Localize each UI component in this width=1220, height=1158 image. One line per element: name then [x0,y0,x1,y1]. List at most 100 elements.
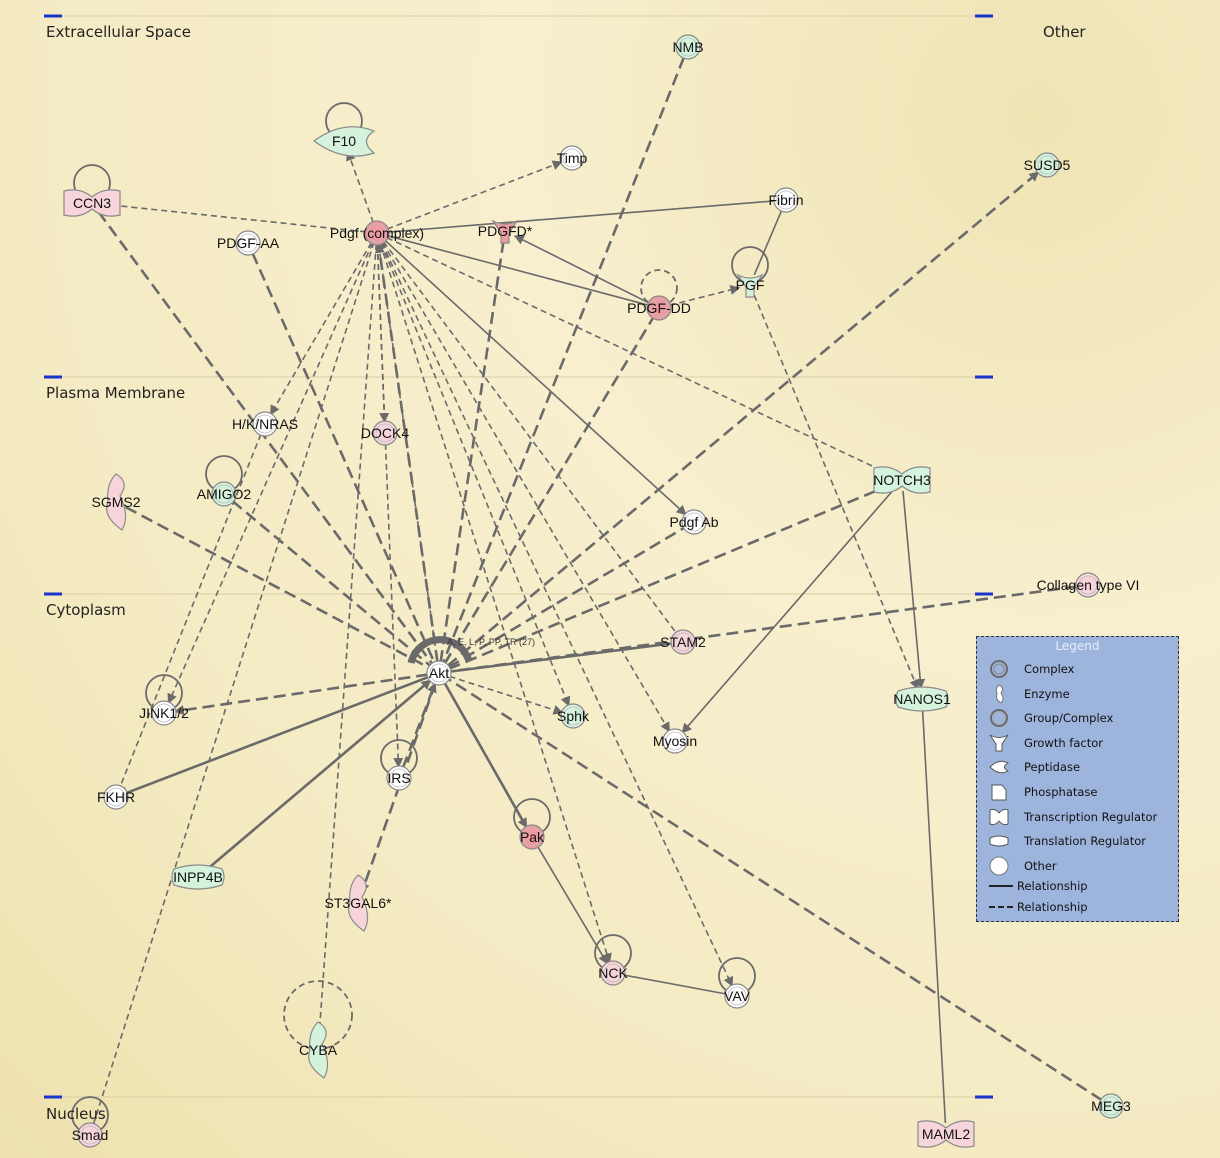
node-label: Sphk [557,708,590,724]
legend-item: Enzyme [977,684,1178,706]
node-label: CYBA [299,1042,338,1058]
legend-label: Enzyme [1024,686,1070,701]
node-fkhr[interactable]: FKHR [97,784,135,810]
region-label-cytoplasm: Cytoplasm [46,601,126,619]
node-label: MEG3 [1091,1098,1131,1114]
other-icon [987,856,1011,876]
node-label: JINK1/2 [139,705,189,721]
node-st3gal6[interactable]: ST3GAL6* [325,874,392,932]
node-label: Akt [429,665,449,681]
edge-pdgf_complex-nck [379,243,612,964]
edge-akt-jink12 [173,673,429,716]
phosphatase-icon [987,782,1011,802]
solid-line-icon [987,876,1013,896]
node-label: Timp [557,150,588,166]
edge-pdgf_complex-pdgf_ab [384,239,687,516]
node-nmb[interactable]: NMB [672,34,704,60]
edge-akt-susd5 [446,171,1040,667]
legend-item: Growth factor [977,733,1178,755]
legend-item: Translation Regulator [977,831,1178,853]
node-notch3[interactable]: NOTCH3 [873,466,931,494]
hub-annotation: A, E, L, P, PP, TR (27) [447,637,535,647]
node-ccn3[interactable]: CCN3 [63,189,121,217]
node-cyba[interactable]: CYBA [299,1021,338,1079]
edge-pdgf_complex-sphk [380,242,571,707]
legend-title: Legend [1055,639,1100,653]
edge-meg3-akt [447,677,1103,1102]
node-maml2[interactable]: MAML2 [917,1120,975,1148]
legend-label: Peptidase [1024,760,1081,775]
group-complex-icon [987,708,1011,728]
node-sphk[interactable]: Sphk [557,703,590,729]
node-timp[interactable]: Timp [557,145,588,171]
node-collagen6[interactable]: Collagen type VI [1037,572,1140,598]
edge-akt-pdgf_dd [443,316,655,665]
region-label-other: Other [1043,23,1086,41]
node-label: MAML2 [922,1126,970,1142]
akt-hub-marker: A, E, L, P, PP, TR (27) [407,636,535,664]
node-pdgfd[interactable]: PDGFD* [478,219,533,244]
complex-icon [987,659,1011,679]
edge-pdgf_complex-ccn3 [101,200,367,233]
edge-akt-sphk [449,675,564,715]
node-meg3[interactable]: MEG3 [1091,1093,1131,1119]
edge-pdgf_complex-cyba [314,243,378,1041]
edge-sgms2-akt [125,505,430,670]
edge-akt-pak [443,681,528,829]
node-susd5[interactable]: SUSD5 [1024,152,1071,178]
node-label: NCK [598,965,628,981]
node-fibrin[interactable]: Fibrin [768,187,804,213]
edges [71,56,1103,1134]
node-vav[interactable]: VAV [724,983,751,1009]
node-smad[interactable]: Smad [72,1122,109,1148]
node-nck[interactable]: NCK [598,960,628,986]
node-dock4[interactable]: DOCK4 [361,420,409,446]
node-pdgf_aa[interactable]: PDGF-AA [217,230,280,256]
transcription-regulator-icon [987,807,1011,827]
node-label: Pdgf Ab [669,514,718,530]
node-jink12[interactable]: JINK1/2 [139,700,189,726]
node-myosin[interactable]: Myosin [653,728,697,754]
edge-pdgf_complex-pdgf_dd [387,235,649,306]
node-pak[interactable]: Pak [519,824,545,850]
node-akt[interactable]: Akt [426,660,452,686]
node-amigo2[interactable]: AMIGO2 [197,481,252,507]
legend-item: Peptidase [977,757,1178,779]
region-label-nucleus: Nucleus [46,1105,106,1123]
edge-akt-pdgf_complex [374,242,439,663]
node-pgf[interactable]: PGF [736,273,765,298]
legend-item: Phosphatase [977,782,1178,804]
node-hknras[interactable]: H/K/NRAS [232,411,298,437]
node-pdgf_complex[interactable]: Pdgf (complex) [330,220,424,246]
node-label: STAM2 [660,634,706,650]
edge-pdgf_dd-pgf [669,285,741,307]
node-sgms2[interactable]: SGMS2 [91,473,141,531]
node-label: IRS [387,770,410,786]
legend-label: Other [1024,858,1057,873]
edge-inpp4b-akt [205,679,432,871]
growth-factor-icon [987,733,1011,753]
legend-label: Group/Complex [1024,711,1114,726]
node-pdgf_dd[interactable]: PDGF-DD [627,295,691,321]
node-label: VAV [724,988,751,1004]
edge-pak-nck [536,846,609,965]
node-label: FKHR [97,789,135,805]
node-stam2[interactable]: STAM2 [660,629,706,655]
node-inpp4b[interactable]: INPP4B [171,864,225,890]
node-f10[interactable]: F10 [312,126,376,157]
peptidase-icon [987,757,1011,777]
node-pdgf_ab[interactable]: Pdgf Ab [669,509,719,535]
node-label: SUSD5 [1024,157,1071,173]
legend-label: Relationship [1017,900,1088,914]
node-nanos1[interactable]: NANOS1 [893,686,951,712]
node-irs[interactable]: IRS [386,765,412,791]
node-label: CCN3 [73,195,111,211]
edge-pdgf_dd-pdgfd [513,235,650,304]
node-label: INPP4B [173,869,223,885]
edge-hknras-fkhr [119,433,262,788]
enzyme-icon [987,684,1011,704]
node-label: Myosin [653,733,697,749]
